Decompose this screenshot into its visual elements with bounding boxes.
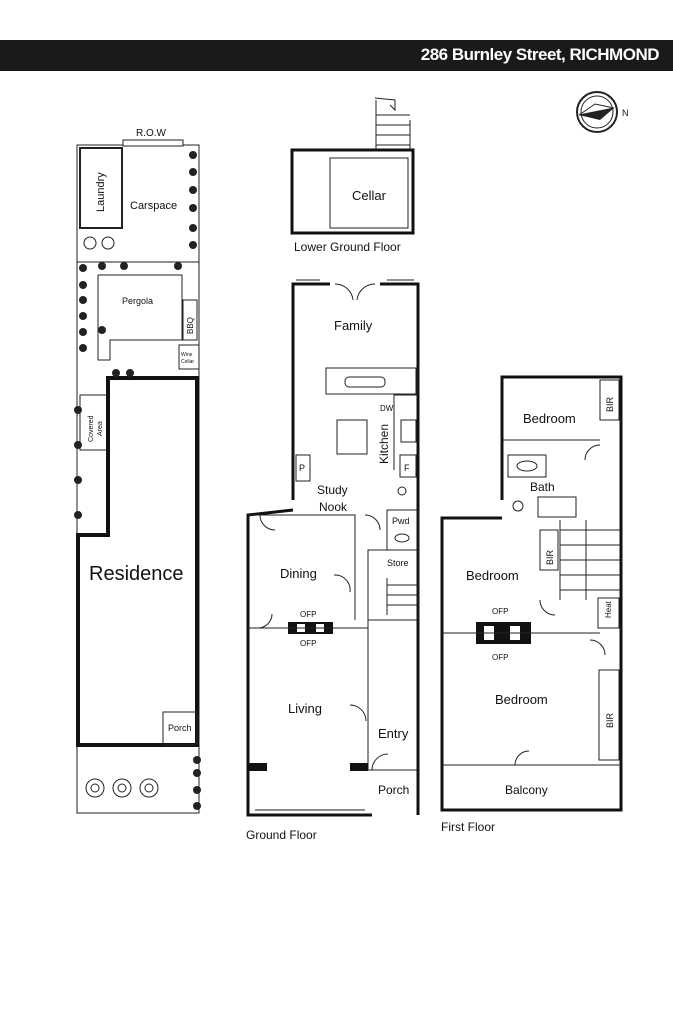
laundry-label: Laundry <box>95 172 107 212</box>
compass-icon: N <box>576 91 629 133</box>
family-label: Family <box>334 318 373 333</box>
ground-porch-label: Porch <box>378 783 409 797</box>
site-plan: R.O.W Laundry Carspace Pergola BBQ Wine … <box>74 128 201 814</box>
bbq-label: BBQ <box>186 317 195 334</box>
covered-area-label-2: Area <box>97 421 104 436</box>
study-nook-label-1: Study <box>317 483 348 497</box>
bath-label: Bath <box>530 480 555 494</box>
property-address: 286 Burnley Street, RICHMOND <box>420 45 660 64</box>
living-ofp-label: OFP <box>300 639 316 648</box>
first-floor-caption: First Floor <box>441 820 495 834</box>
covered-area-label-1: Covered <box>88 415 95 442</box>
lower-ground-floor-caption: Lower Ground Floor <box>294 240 401 254</box>
dining-label: Dining <box>280 566 317 581</box>
row-label: R.O.W <box>136 128 167 139</box>
powder-room-label: Pwd <box>392 516 410 526</box>
lower-ground-floor-plan: Cellar Lower Ground Floor <box>290 97 415 254</box>
pergola-label: Pergola <box>122 296 153 306</box>
bir-bottom-label: BIR <box>605 712 615 728</box>
kitchen-label: Kitchen <box>377 424 391 464</box>
header-bar: 286 Burnley Street, RICHMOND <box>0 40 673 71</box>
wine-cellar-label-2: Cellar <box>181 359 194 365</box>
fridge-label: F <box>404 463 410 473</box>
ground-floor-caption: Ground Floor <box>246 828 317 842</box>
dw-label: DW <box>380 404 394 413</box>
residence-label: Residence <box>89 563 184 585</box>
first-bedroom-top-label: Bedroom <box>523 411 576 426</box>
dining-ofp-label: OFP <box>300 610 316 619</box>
balcony-label: Balcony <box>505 783 548 797</box>
wine-cellar-label-1: Wine <box>181 352 193 358</box>
bir-mid-label: BIR <box>545 549 555 565</box>
first-ofp-top-label: OFP <box>492 607 508 616</box>
store-label: Store <box>387 558 409 568</box>
entry-label: Entry <box>378 726 409 741</box>
study-nook-label-2: Nook <box>319 500 348 514</box>
cellar-label: Cellar <box>352 188 387 203</box>
site-porch-label: Porch <box>168 723 192 733</box>
first-ofp-bottom-label: OFP <box>492 653 508 662</box>
heat-label: Heat <box>604 600 613 618</box>
carspace-label: Carspace <box>130 200 177 212</box>
first-bedroom-mid-label: Bedroom <box>466 568 519 583</box>
bir-top-label: BIR <box>605 396 615 412</box>
compass-north-label: N <box>622 108 629 118</box>
first-floor-plan: Bedroom BIR Bath BIR Bedroom Heat OFP <box>440 375 623 834</box>
first-bedroom-bottom-label: Bedroom <box>495 692 548 707</box>
pantry-label: P <box>299 463 305 473</box>
living-label: Living <box>288 701 322 716</box>
ground-floor-plan: Family DW Kitchen P F Study Nook Pwd Din… <box>246 279 420 842</box>
